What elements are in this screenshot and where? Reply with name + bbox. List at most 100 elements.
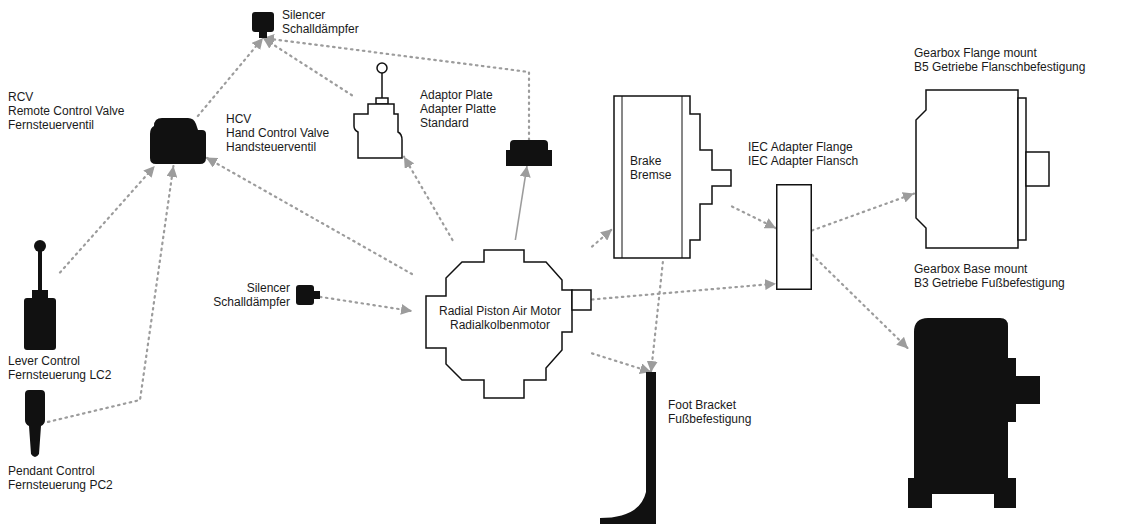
lever-part bbox=[38, 250, 42, 292]
node-text: B5 Getriebe Flanschbefestigung bbox=[914, 60, 1085, 74]
motor-part bbox=[572, 290, 591, 310]
node-label: SilencerSchalldämpfer bbox=[282, 8, 359, 36]
connector-arrow bbox=[48, 166, 173, 422]
connector-arrow bbox=[515, 166, 527, 240]
node-text: Hand Control Valve bbox=[226, 126, 329, 140]
iec-outline bbox=[776, 184, 812, 290]
node-label: Gearbox Flange mountB5 Getriebe Flanschb… bbox=[914, 46, 1085, 74]
node-label: Radial Piston Air MotorRadialkolbenmotor bbox=[432, 304, 568, 332]
connector-arrow bbox=[812, 255, 908, 349]
connector-arrow bbox=[732, 207, 776, 229]
connector-arrow bbox=[404, 157, 453, 240]
foot-bracket: Foot BracketFußbefestigung bbox=[600, 372, 658, 524]
node-text: Fernsteuerung LC2 bbox=[8, 368, 111, 382]
silLeft-part bbox=[296, 285, 314, 305]
foot-outline bbox=[600, 372, 658, 524]
connector-arrow bbox=[592, 229, 612, 246]
hcv-outline bbox=[352, 62, 404, 162]
connector-arrow bbox=[198, 38, 263, 116]
node-text: Gearbox Base mount bbox=[914, 262, 1065, 276]
gbflange-part bbox=[1018, 98, 1026, 240]
connector-arrow bbox=[592, 353, 651, 372]
pendant-part bbox=[25, 390, 45, 457]
gbflange-outline bbox=[914, 90, 1050, 248]
brake-part bbox=[622, 96, 623, 258]
gearbox-flange: Gearbox Flange mountB5 Getriebe Flanschb… bbox=[914, 90, 1050, 248]
adaptor-plate: Adaptor PlateAdapter PlatteStandard bbox=[506, 140, 552, 166]
lever-part bbox=[32, 290, 48, 298]
node-label: Pendant ControlFernsteuerung PC2 bbox=[8, 464, 113, 492]
node-text: Fußbefestigung bbox=[668, 412, 751, 426]
node-text: HCV bbox=[226, 112, 329, 126]
node-text: Pendant Control bbox=[8, 464, 113, 478]
node-label: BrakeBremse bbox=[630, 154, 686, 182]
remote-control-valve: RCVRemote Control ValveFernsteuerventil bbox=[148, 116, 206, 166]
silTop-outline bbox=[252, 12, 274, 38]
node-label: Lever ControlFernsteuerung LC2 bbox=[8, 354, 111, 382]
gbflange-part bbox=[916, 90, 1018, 248]
silencer-icon: SilencerSchalldämpfer bbox=[252, 12, 274, 38]
lever-part bbox=[24, 298, 56, 350]
node-text: Adapter Platte bbox=[420, 102, 496, 116]
node-label: RCVRemote Control ValveFernsteuerventil bbox=[8, 90, 125, 132]
motor-part bbox=[426, 250, 572, 398]
node-text: Schalldämpfer bbox=[204, 295, 290, 309]
node-label: Gearbox Base mountB3 Getriebe Fußbefesti… bbox=[914, 262, 1065, 290]
gbbase-outline bbox=[908, 318, 1040, 508]
foot-part bbox=[600, 372, 656, 524]
connector-arrow bbox=[651, 262, 663, 372]
node-text: Radialkolbenmotor bbox=[432, 318, 568, 332]
rcv-outline bbox=[148, 116, 206, 166]
gearbox-base: Gearbox Base mountB3 Getriebe Fußbefesti… bbox=[908, 318, 1040, 508]
silTop-part bbox=[252, 12, 274, 32]
plate-outline bbox=[506, 140, 552, 166]
silencer-icon: SilencerSchalldämpfer bbox=[296, 283, 320, 307]
node-text: Silencer bbox=[282, 8, 359, 22]
silTop-part bbox=[259, 31, 267, 38]
hcv-part bbox=[377, 63, 387, 73]
silLeft-outline bbox=[296, 283, 320, 307]
node-text: IEC Adapter Flansch bbox=[748, 154, 858, 168]
node-text: Lever Control bbox=[8, 354, 111, 368]
connector-arrow bbox=[263, 38, 352, 95]
brake-part bbox=[682, 96, 683, 258]
connector-arrow bbox=[60, 166, 155, 273]
node-label: HCVHand Control ValveHandsteuerventil bbox=[226, 112, 329, 154]
node-label: IEC Adapter FlangeIEC Adapter Flansch bbox=[748, 140, 858, 168]
pendant-outline bbox=[22, 390, 48, 460]
node-text: Adaptor Plate bbox=[420, 88, 496, 102]
plate-part bbox=[506, 140, 552, 166]
gbbase-part bbox=[908, 318, 1016, 508]
iec-part bbox=[777, 185, 812, 290]
node-text: Silencer bbox=[204, 281, 290, 295]
silLeft-part bbox=[313, 291, 320, 299]
connector-arrow bbox=[592, 284, 776, 300]
node-text: Brake bbox=[630, 154, 686, 168]
lever-control: Lever ControlFernsteuerung LC2 bbox=[20, 240, 60, 350]
node-text: Gearbox Flange mount bbox=[914, 46, 1085, 60]
node-text: Remote Control Valve bbox=[8, 104, 125, 118]
pendant-control: Pendant ControlFernsteuerung PC2 bbox=[22, 390, 48, 460]
node-label: Foot BracketFußbefestigung bbox=[668, 398, 751, 426]
node-text: Fernsteuerventil bbox=[8, 118, 125, 132]
node-text: Bremse bbox=[630, 168, 686, 182]
connector-arrow bbox=[812, 194, 914, 231]
gbbase-part bbox=[1008, 376, 1040, 404]
brake-part bbox=[614, 96, 731, 258]
connector-arrow bbox=[206, 157, 412, 274]
node-label: Adaptor PlateAdapter PlatteStandard bbox=[420, 88, 496, 130]
node-text: B3 Getriebe Fußbefestigung bbox=[914, 276, 1065, 290]
node-text: IEC Adapter Flange bbox=[748, 140, 858, 154]
hcv-part bbox=[354, 104, 402, 158]
node-text: Fernsteuerung PC2 bbox=[8, 478, 113, 492]
air-motor: Radial Piston Air MotorRadialkolbenmotor bbox=[412, 240, 592, 410]
rcv-part bbox=[150, 118, 206, 164]
node-text: Handsteuerventil bbox=[226, 140, 329, 154]
connector-arrow bbox=[320, 297, 412, 311]
node-text: RCV bbox=[8, 90, 125, 104]
gbflange-part bbox=[1026, 152, 1049, 186]
hcv-part bbox=[376, 98, 388, 104]
node-text: Standard bbox=[420, 116, 496, 130]
node-text: Schalldämpfer bbox=[282, 22, 359, 36]
